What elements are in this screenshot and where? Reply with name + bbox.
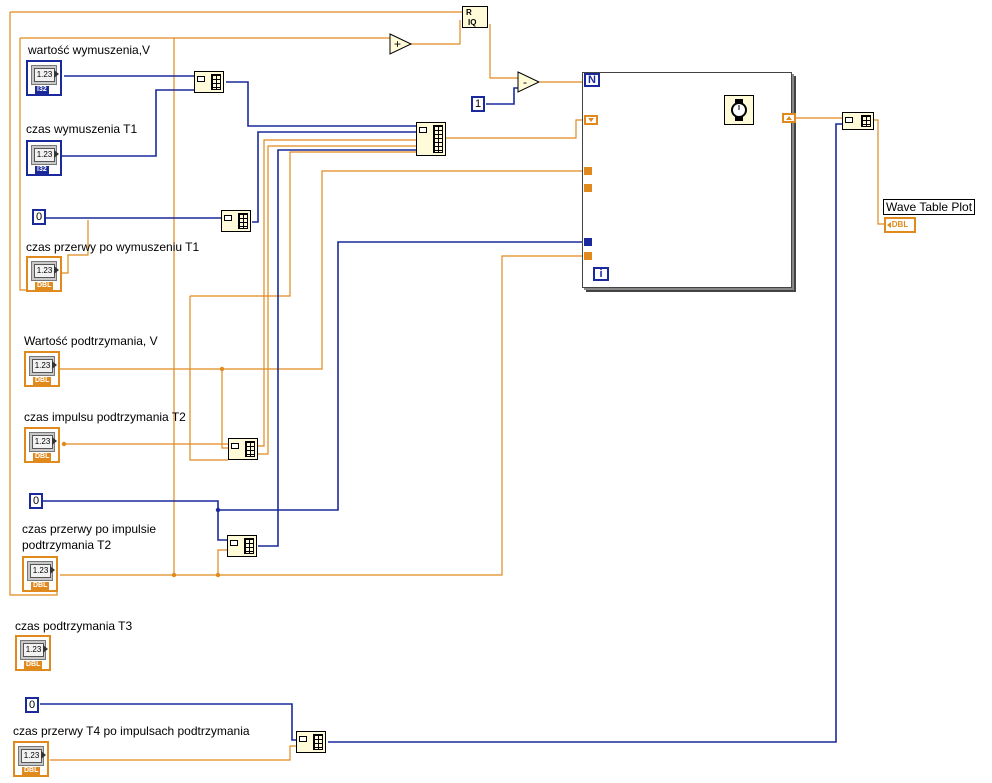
build-array-multi-node[interactable]: [416, 122, 446, 156]
type-tag: DBL: [35, 282, 54, 290]
control-czas-przerwy-po-wymuszeniu[interactable]: 1.23 DBL: [26, 256, 62, 292]
array-icon: [211, 74, 221, 90]
input-icon: [231, 443, 239, 449]
type-tag: DBL: [24, 661, 43, 669]
wait-ms-node[interactable]: [724, 95, 754, 125]
input-icon: [299, 736, 307, 742]
loop-tunnel-1[interactable]: [584, 167, 592, 175]
label-wartosc-wymuszenia: wartość wymuszenia,V: [28, 43, 151, 57]
numeric-value: 1.23: [34, 264, 55, 278]
loop-tunnel-4[interactable]: [584, 252, 592, 260]
build-array-node-3[interactable]: [228, 438, 258, 460]
numeric-value: 1.23: [32, 359, 53, 373]
array-icon: [238, 213, 248, 229]
shift-register-right[interactable]: [782, 113, 796, 123]
type-tag: I32: [35, 86, 49, 94]
type-tag: DBL: [31, 582, 50, 590]
for-loop-structure[interactable]: [582, 72, 792, 288]
subtract-function-icon[interactable]: -: [517, 71, 541, 93]
add-function-icon[interactable]: +: [389, 33, 413, 55]
label-wartosc-podtrzymania: Wartość podtrzymania, V: [24, 334, 158, 348]
numeric-value: 1.23: [32, 435, 53, 449]
numeric-value: 1.23: [23, 643, 44, 657]
control-czas-przerwy-po-impulsie[interactable]: 1.23 DBL: [22, 556, 58, 592]
label-czas-przerwy-t4: czas przerwy T4 po impulsach podtrzymani…: [13, 724, 250, 738]
build-array-node-1[interactable]: [194, 71, 224, 93]
label-czas-impulsu-podtrzymania: czas impulsu podtrzymania T2: [24, 410, 186, 424]
type-tag: DBL: [33, 377, 52, 385]
input-icon: [197, 76, 205, 82]
constant-zero-2[interactable]: 0: [29, 493, 43, 509]
build-array-output[interactable]: [842, 112, 874, 130]
subtract-symbol: -: [523, 75, 527, 89]
type-tag: DBL: [33, 453, 52, 461]
control-czas-przerwy-t4[interactable]: 1.23 DBL: [13, 741, 49, 777]
control-czas-impulsu-podtrzymania[interactable]: 1.23 DBL: [24, 427, 60, 463]
loop-tunnel-3[interactable]: [584, 238, 592, 246]
numeric-value: 1.23: [34, 68, 55, 82]
quotient-remainder-node[interactable]: R IQ: [462, 6, 488, 28]
control-wartosc-podtrzymania[interactable]: 1.23 DBL: [24, 351, 60, 387]
shift-register-left[interactable]: [584, 115, 598, 125]
numeric-value: 1.23: [21, 749, 42, 763]
build-array-node-2[interactable]: [221, 210, 251, 232]
output-arrow-icon: [54, 266, 59, 274]
constant-zero-1[interactable]: 0: [32, 209, 46, 225]
output-arrow-icon: [54, 70, 59, 78]
output-arrow-icon: [52, 437, 57, 445]
control-wartosc-wymuszenia[interactable]: 1.23 I32: [26, 60, 62, 96]
label-czas-przerwy-po-impulsie-2: podtrzymania T2: [22, 538, 112, 552]
array-icon: [244, 538, 254, 554]
array-icon: [433, 125, 443, 153]
input-icon: [419, 127, 427, 133]
indicator-label: Wave Table Plot: [883, 199, 976, 215]
type-tag: I32: [35, 166, 49, 174]
build-array-node-5[interactable]: [296, 731, 326, 753]
control-czas-podtrzymania[interactable]: 1.23 DBL: [15, 635, 51, 671]
input-icon: [230, 540, 238, 546]
numeric-value: 1.23: [30, 564, 51, 578]
numeric-value: 1.23: [34, 148, 55, 162]
output-arrow-icon: [50, 566, 55, 574]
output-arrow-icon: [52, 361, 57, 369]
constant-one[interactable]: 1: [471, 96, 485, 112]
label-czas-przerwy-po-wymuszeniu: czas przerwy po wymuszeniu T1: [26, 240, 200, 254]
watch-icon: [731, 99, 747, 121]
quotient-bottom: IQ: [468, 18, 477, 27]
loop-iteration-terminal: i: [593, 267, 609, 281]
wave-table-plot-indicator[interactable]: DBL: [884, 217, 916, 233]
output-arrow-icon: [54, 150, 59, 158]
quotient-top: R: [466, 8, 472, 17]
add-symbol: +: [394, 37, 401, 51]
build-array-node-4[interactable]: [227, 535, 257, 557]
label-czas-przerwy-po-impulsie-1: czas przerwy po impulsie: [22, 522, 157, 536]
loop-count-terminal[interactable]: N: [584, 73, 600, 87]
constant-zero-3[interactable]: 0: [25, 697, 39, 713]
label-czas-podtrzymania: czas podtrzymania T3: [15, 619, 133, 633]
array-icon: [861, 115, 871, 127]
array-icon: [245, 441, 255, 457]
input-icon: [845, 117, 853, 123]
control-czas-wymuszenia[interactable]: 1.23 I32: [26, 140, 62, 176]
indicator-type: DBL: [891, 220, 909, 229]
output-arrow-icon: [43, 645, 48, 653]
array-icon: [313, 734, 323, 750]
input-icon: [224, 215, 232, 221]
label-czas-wymuszenia: czas wymuszenia T1: [26, 122, 138, 136]
type-tag: DBL: [22, 767, 41, 775]
loop-tunnel-2[interactable]: [584, 184, 592, 192]
output-arrow-icon: [41, 751, 46, 759]
